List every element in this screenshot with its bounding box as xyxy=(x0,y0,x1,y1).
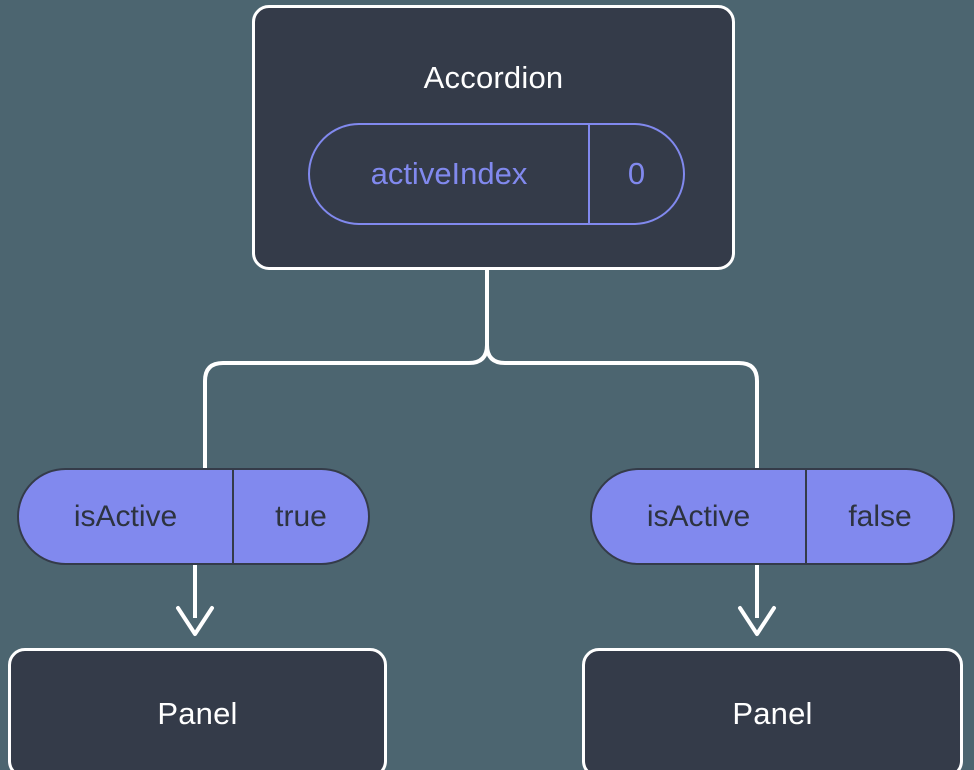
active-index-key: activeIndex xyxy=(370,156,528,191)
panel-node-right[interactable]: Panel xyxy=(582,648,963,770)
active-index-value: 0 xyxy=(588,125,683,223)
accordion-component-node[interactable]: Accordion activeIndex 0 xyxy=(252,5,735,270)
is-active-false-value: false xyxy=(805,470,953,563)
panel-node-left[interactable]: Panel xyxy=(8,648,387,770)
is-active-true-prop-pill[interactable]: isActive true xyxy=(17,468,370,565)
arrow-head-right xyxy=(738,606,776,636)
is-active-true-value: true xyxy=(232,470,368,563)
arrow-head-left xyxy=(176,606,214,636)
is-active-true-key: isActive xyxy=(73,499,178,533)
fork-connector xyxy=(203,268,489,470)
panel-node-right-label: Panel xyxy=(732,696,813,731)
is-active-false-prop-pill[interactable]: isActive false xyxy=(590,468,955,565)
panel-node-left-label: Panel xyxy=(157,696,238,731)
accordion-node-label: Accordion xyxy=(423,60,564,95)
active-index-state-pill[interactable]: activeIndex 0 xyxy=(308,123,685,225)
is-active-false-key: isActive xyxy=(646,499,751,533)
fork-connector-right xyxy=(485,343,759,470)
